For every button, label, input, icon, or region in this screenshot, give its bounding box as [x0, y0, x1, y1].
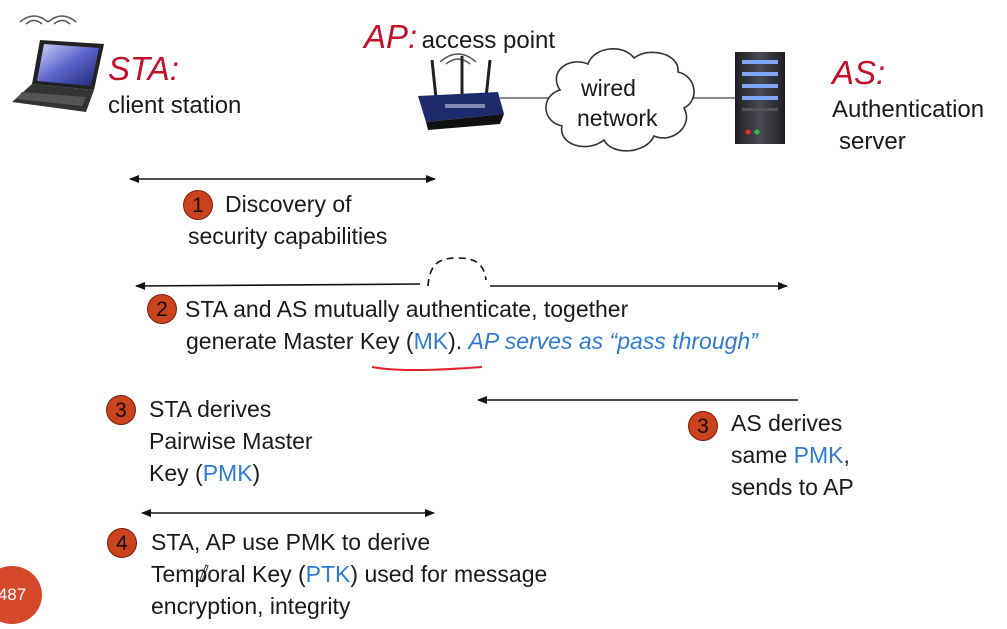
step-4-text-post: ) used for message	[350, 561, 548, 587]
step-4-text-pre: Temporal Key (	[151, 561, 306, 587]
router-icon	[418, 53, 504, 130]
cloud-shape	[545, 48, 695, 152]
pmk-key-sta: PMK	[202, 460, 253, 486]
step-3-sta-line2: Pairwise Master	[149, 428, 313, 454]
step-3-sta-text-post: )	[252, 460, 261, 486]
server-icon	[735, 52, 785, 144]
mk-key: MK	[413, 328, 449, 354]
step-1-line1: Discovery of	[225, 191, 352, 217]
step-2-text-pre: generate Master Key (	[186, 328, 414, 354]
sta-description: client station	[108, 92, 242, 119]
step-3-as-badge: 3	[688, 411, 718, 441]
ptk-key: PTK	[305, 561, 351, 587]
step-3-as-line2: same PMK,	[731, 440, 850, 470]
ap-description: access point	[421, 27, 556, 54]
pmk-key-as: PMK	[793, 442, 844, 468]
step-1-badge: 1	[183, 190, 213, 220]
pass-through-note: AP serves as “pass through”	[468, 328, 758, 354]
arrow-pass-through-bump	[427, 257, 487, 287]
as-description-line1: Authentication	[832, 96, 985, 123]
laptop-icon	[12, 15, 104, 112]
cloud-label-line1: wired	[581, 75, 636, 101]
step-3-sta-text-pre: Key (	[149, 460, 203, 486]
pen-cursor-icon	[199, 564, 209, 582]
step-4-badge: 4	[107, 528, 137, 558]
step-4-line2: Temporal Key (PTK) used for message	[151, 559, 547, 589]
step-4-line3: encryption, integrity	[151, 593, 351, 619]
as-title: AS:	[832, 54, 886, 91]
step-3-as-line1: AS derives	[731, 410, 843, 436]
step-3-sta-line3: Key (PMK)	[149, 458, 260, 488]
step-2-text-mid: ).	[448, 328, 469, 354]
step-2-line2: generate Master Key (MK). AP serves as “…	[186, 326, 758, 356]
as-description-line2: server	[839, 128, 906, 155]
step-2-line1: STA and AS mutually authenticate, togeth…	[185, 296, 629, 322]
red-underline-annotation	[371, 366, 483, 372]
step-4-line1: STA, AP use PMK to derive	[151, 529, 431, 555]
step-2-badge: 2	[147, 294, 177, 324]
arrow-sta-as-left	[135, 281, 421, 290]
ap-label: AP: access point	[364, 20, 555, 55]
step-3-as-line3: sends to AP	[731, 474, 854, 500]
step-1-line2: security capabilities	[188, 223, 388, 249]
step-3-sta-line1: STA derives	[149, 396, 272, 422]
cloud-label-line2: network	[577, 105, 658, 131]
cloud-label: wired network	[577, 73, 658, 133]
step-3-sta-badge: 3	[106, 395, 136, 425]
step-3-as-text-pre: same	[731, 442, 794, 468]
ap-title: AP:	[364, 18, 418, 55]
step-3-as-text-post: ,	[843, 442, 850, 468]
sta-title: STA:	[108, 50, 179, 87]
